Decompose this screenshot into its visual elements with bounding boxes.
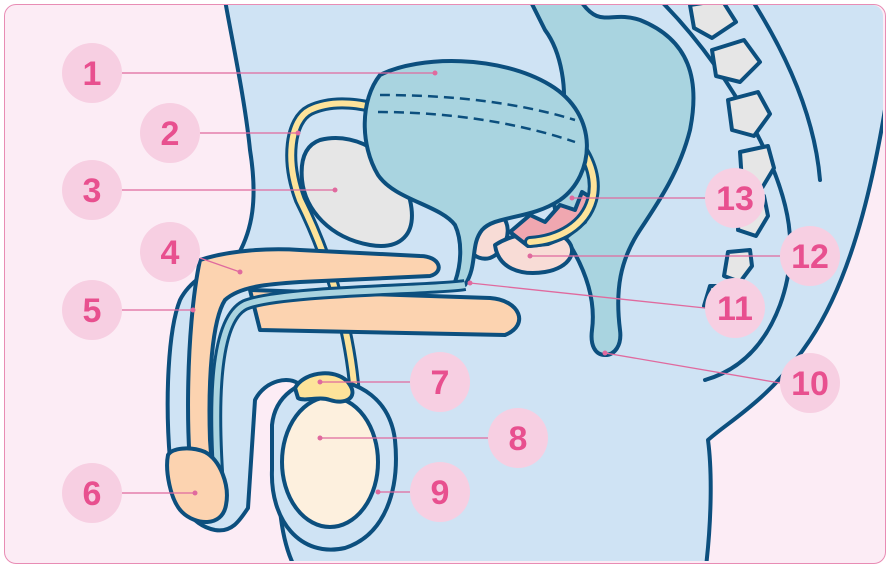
label-9: 9 [410,462,470,522]
label-8: 8 [488,408,548,468]
label-1: 1 [62,43,122,103]
label-5: 5 [62,280,122,340]
epididymis [295,373,352,401]
svg-text:7: 7 [431,364,450,402]
label-13: 13 [705,168,765,228]
svg-text:2: 2 [161,115,180,153]
label-6: 6 [62,463,122,523]
svg-text:1: 1 [83,55,102,93]
svg-text:12: 12 [791,238,829,276]
svg-text:3: 3 [83,172,102,210]
label-2: 2 [140,103,200,163]
svg-text:11: 11 [717,290,753,328]
svg-text:8: 8 [509,420,528,458]
label-7: 7 [410,352,470,412]
label-11: 11 [705,278,765,338]
label-4: 4 [140,222,200,282]
svg-text:5: 5 [83,292,102,330]
label-12: 12 [780,226,840,286]
svg-text:10: 10 [791,365,829,403]
label-3: 3 [62,160,122,220]
label-10: 10 [780,353,840,413]
svg-text:13: 13 [716,180,754,218]
svg-text:4: 4 [161,234,180,272]
svg-text:6: 6 [83,475,102,513]
testis [282,397,378,527]
svg-text:9: 9 [431,474,450,512]
